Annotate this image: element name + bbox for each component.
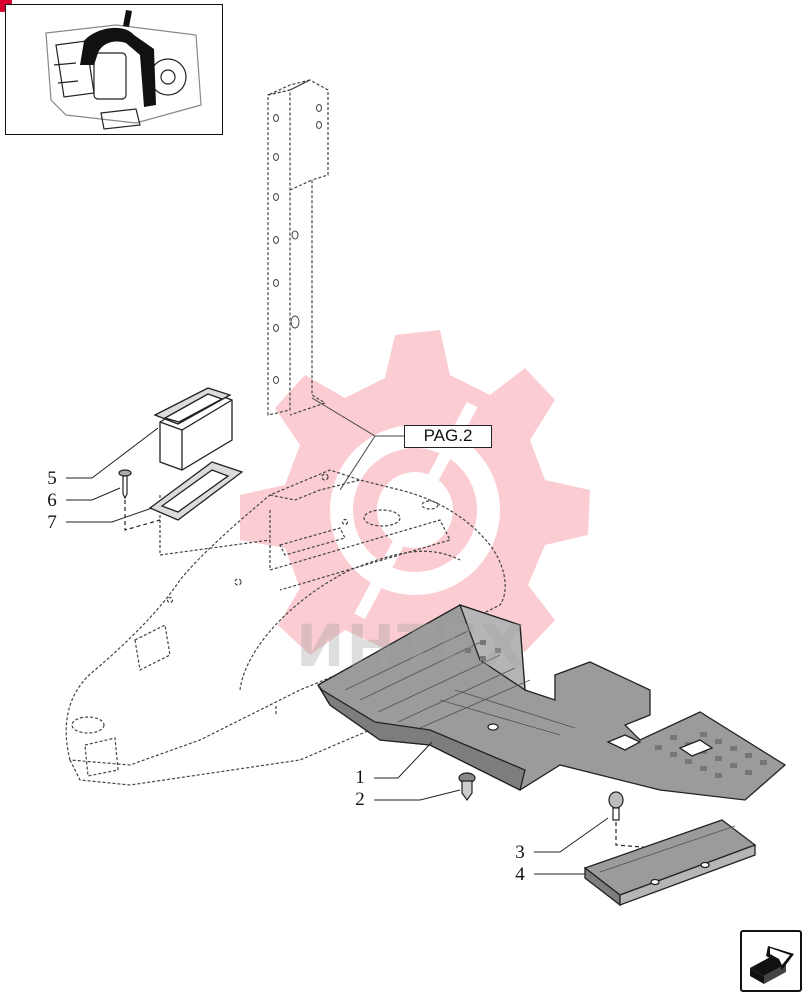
tractor-cab-location-icon [45,10,202,130]
part-1-floor-mat [317,603,787,801]
part-6-screw [118,469,161,531]
watermark-text: ИНТЕХ [296,612,527,680]
arrow-next-page-icon [750,946,794,984]
callout-4: 4 [515,864,525,885]
part-3-rivet [608,791,656,880]
callout-2: 2 [355,789,365,810]
cab-floor-outline [65,469,506,786]
callout-3: 3 [515,842,525,863]
location-thumbnail [5,4,223,135]
page-reference-leaders [311,397,404,491]
part-2-push-rivet [458,772,476,802]
callout-5: 5 [47,468,57,489]
page-reference-link[interactable]: PAG.2 [404,425,492,448]
pillar-holes [273,104,322,384]
cab-pillar-bracket [267,79,329,416]
callout-6: 6 [47,490,57,511]
part-4-threshold-plate [583,819,757,907]
next-page-button[interactable] [740,930,802,992]
callout-7: 7 [47,512,57,533]
part-5-air-vent-housing [153,387,233,471]
callout-1: 1 [355,767,365,788]
callout-leader-lines [66,427,609,875]
part-7-vent-frame [148,461,244,521]
